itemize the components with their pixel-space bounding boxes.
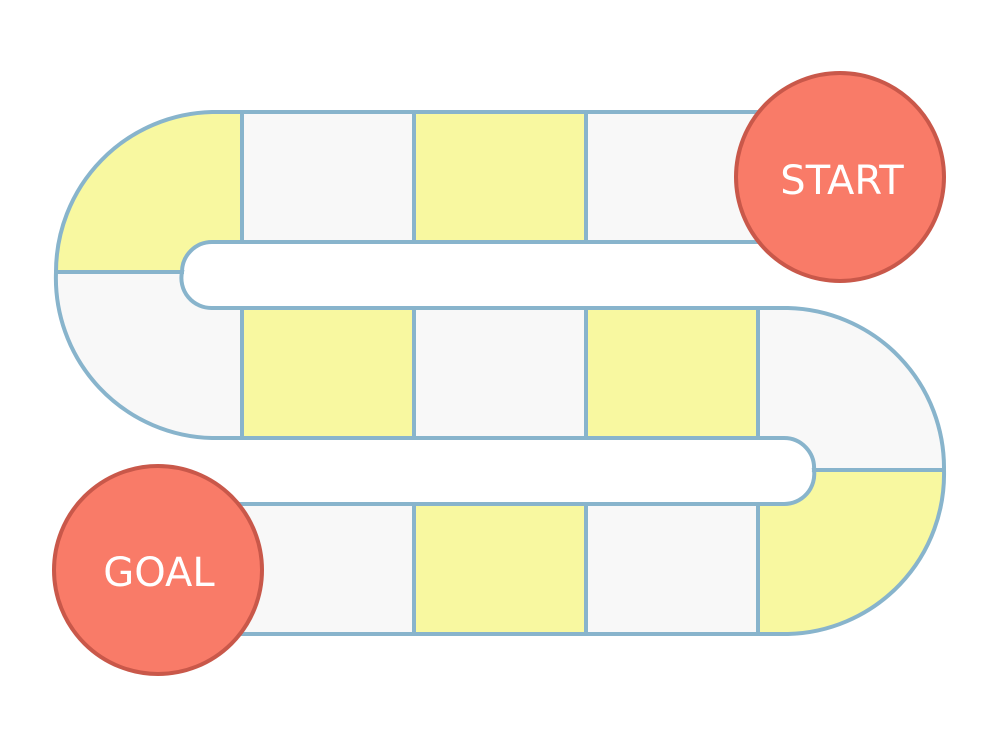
board-space[interactable] [240, 110, 416, 244]
board-space[interactable] [412, 110, 588, 244]
board-space[interactable] [584, 502, 760, 636]
board-space[interactable] [53, 110, 244, 274]
board-space[interactable] [412, 306, 588, 440]
board-space[interactable] [53, 270, 244, 440]
board-space[interactable] [238, 502, 416, 636]
start-label: START [780, 158, 904, 204]
board-space[interactable] [756, 468, 947, 636]
board-space[interactable] [756, 306, 947, 472]
goal-marker[interactable]: GOAL [52, 464, 264, 676]
goal-circle [52, 464, 264, 676]
start-marker[interactable]: START [734, 71, 946, 283]
board-space[interactable] [412, 502, 588, 636]
start-circle [734, 71, 946, 283]
board-space[interactable] [584, 306, 760, 440]
board-space[interactable] [240, 306, 416, 440]
goal-label: GOAL [103, 550, 215, 596]
